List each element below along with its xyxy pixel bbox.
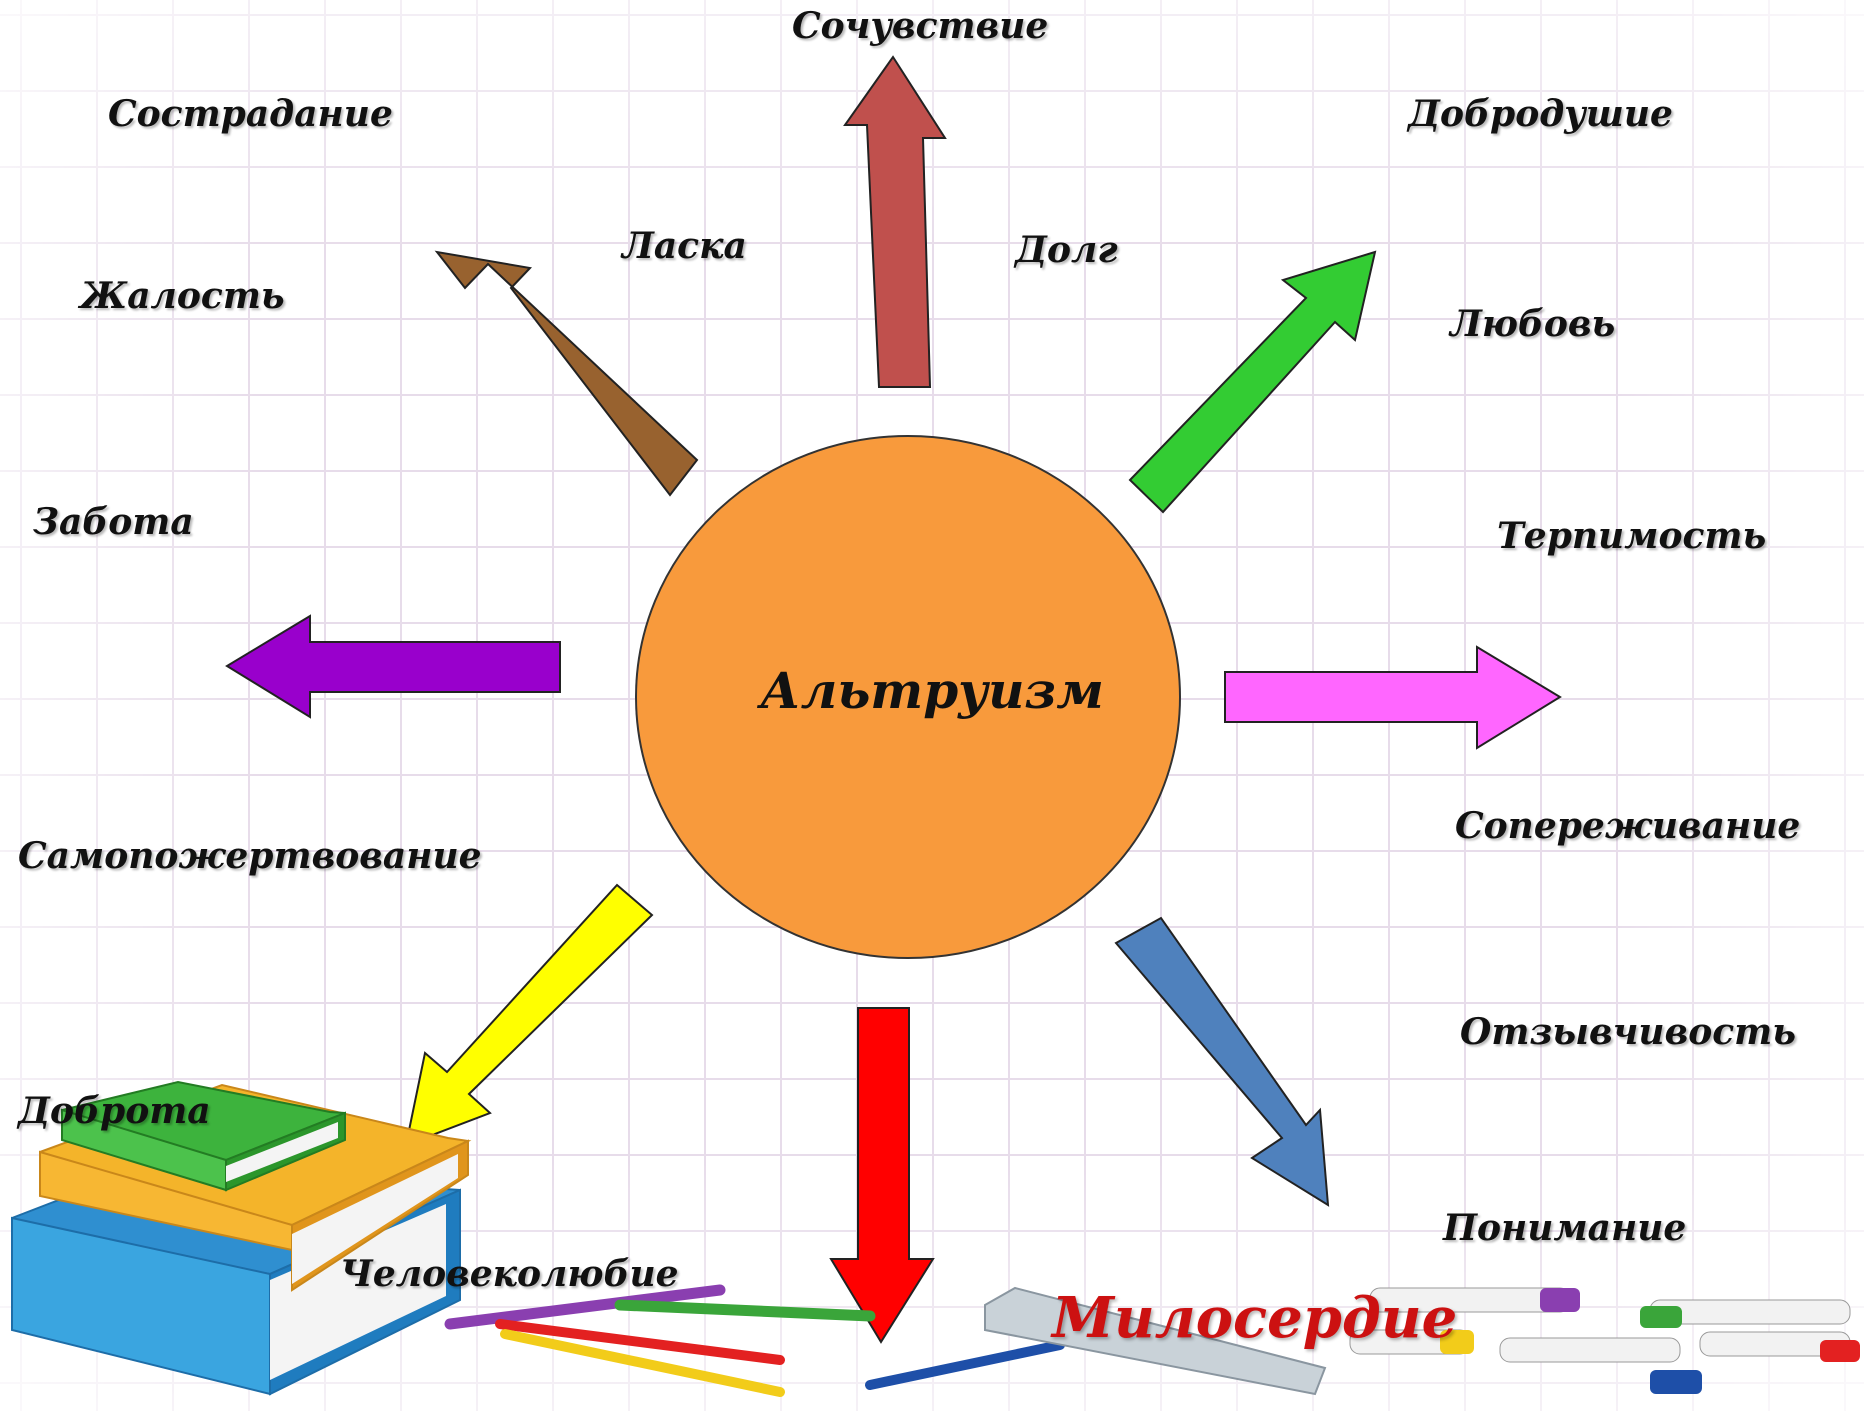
arrow-up-right bbox=[1128, 250, 1377, 514]
word-zhalost: Жалость bbox=[80, 275, 285, 317]
center-circle bbox=[635, 435, 1181, 959]
word-dobrota: Доброта bbox=[18, 1090, 211, 1132]
word-samopozhertvovanie: Самопожертвование bbox=[18, 835, 482, 877]
arrow-down bbox=[829, 1007, 935, 1344]
footer-label-miloserdie: Милосердие bbox=[1052, 1285, 1458, 1351]
books-illustration bbox=[11, 1080, 472, 1396]
pencils-illustration bbox=[444, 1284, 1065, 1397]
arrow-right bbox=[1224, 645, 1562, 750]
arrow-left bbox=[225, 614, 561, 719]
word-sostradanie: Сострадание bbox=[108, 93, 393, 135]
arrow-up bbox=[843, 55, 947, 388]
word-soperezhivanie: Сопереживание bbox=[1455, 805, 1801, 847]
arrow-down-right bbox=[1114, 916, 1330, 1207]
word-chelovekolyubie: Человеколюбие bbox=[340, 1253, 679, 1295]
markers-illustration bbox=[1349, 1287, 1860, 1394]
word-otzyvchivost: Отзывчивость bbox=[1460, 1011, 1797, 1053]
word-zabota: Забота bbox=[33, 501, 194, 543]
word-sochuvstvie: Сочувствие bbox=[792, 5, 1049, 47]
arrow-up-left-shape bbox=[434, 250, 699, 497]
word-lyubov: Любовь bbox=[1450, 303, 1616, 345]
center-label: Альтруизм bbox=[760, 661, 1104, 720]
ruler-illustration bbox=[984, 1286, 1327, 1396]
word-dobrodushie: Добродушие bbox=[1408, 93, 1673, 135]
word-terpimost: Терпимость bbox=[1497, 515, 1767, 557]
word-dolg: Долг bbox=[1015, 229, 1118, 271]
arrow-down-left bbox=[404, 883, 654, 1147]
word-ponimanie: Понимание bbox=[1443, 1207, 1687, 1249]
word-laska: Ласка bbox=[622, 225, 747, 267]
